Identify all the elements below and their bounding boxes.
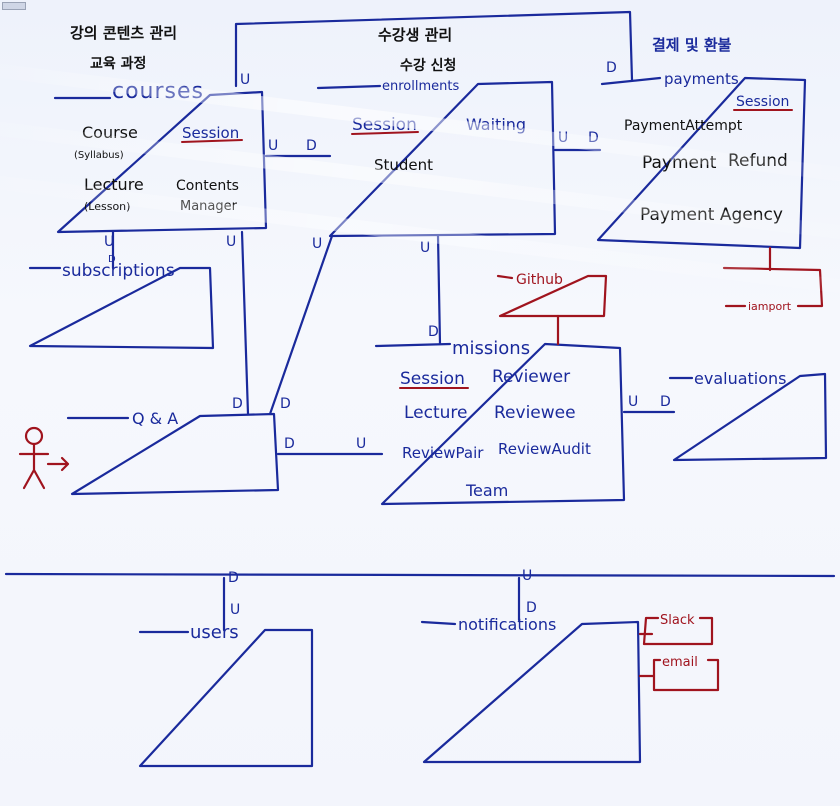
github-box: [496, 274, 608, 318]
d-mark: D: [306, 138, 317, 154]
github-title: Github: [516, 272, 563, 288]
subscriptions-title: subscriptions: [62, 261, 175, 281]
courses-title: courses: [112, 79, 204, 104]
heading-course-mgmt: 강의 콘텐츠 관리: [70, 24, 177, 42]
course-item: Course: [82, 123, 138, 142]
d-mark: D: [428, 324, 439, 340]
u-mark: U: [628, 394, 638, 410]
lesson-item: (Lesson): [84, 200, 130, 213]
d-mark: D: [660, 394, 671, 410]
slack-box: [642, 616, 714, 646]
d-mark: D: [588, 130, 599, 146]
reviewpair-item: ReviewPair: [402, 444, 484, 462]
u-mark: U: [104, 234, 114, 250]
d-mark: D: [284, 436, 295, 452]
d-mark: D: [108, 254, 116, 265]
d-mark: D: [606, 60, 617, 76]
enrollments-qa-line: [268, 234, 334, 416]
separator-line: [4, 572, 836, 578]
u-mark: U: [312, 236, 322, 252]
payment-agency-item: Payment Agency: [640, 205, 783, 225]
courses-qa-line: [240, 230, 250, 416]
manager-item: Manager: [180, 199, 238, 214]
heading-enroll-apply: 수강 신청: [400, 57, 456, 74]
subscriptions-box: [28, 266, 215, 350]
team-item: Team: [465, 481, 508, 500]
qa-title: Q & A: [132, 409, 178, 428]
missions-box: [374, 342, 626, 506]
enrollments-box: [316, 80, 557, 238]
notifications-title: notifications: [458, 615, 556, 634]
lecture-item: Lecture: [84, 175, 144, 194]
users-box: [138, 628, 314, 768]
email-box: [652, 658, 720, 692]
slack-title: Slack: [660, 613, 695, 628]
courses-session-item: Session: [182, 124, 239, 142]
syllabus-item: (Syllabus): [74, 150, 124, 161]
evaluations-box: [668, 372, 828, 462]
email-title: email: [662, 655, 698, 670]
iamport-box: [722, 266, 824, 308]
missions-lecture-item: Lecture: [404, 403, 468, 423]
u-mark: U: [420, 240, 430, 256]
users-title: users: [190, 622, 239, 643]
u-mark: U: [226, 234, 236, 250]
reviewaudit-item: ReviewAudit: [498, 440, 591, 458]
d-mark: D: [228, 570, 239, 586]
heading-payment-refund: 결제 및 환불: [652, 36, 732, 54]
u-mark: U: [522, 568, 532, 584]
d-mark: D: [280, 396, 291, 412]
d-mark: D: [232, 396, 243, 412]
d-mark: D: [526, 600, 537, 616]
enrollments-missions-line: [436, 234, 442, 346]
enrollments-title: enrollments: [382, 79, 459, 94]
reviewer-item: Reviewer: [492, 367, 570, 387]
payment-attempt-item: PaymentAttempt: [624, 118, 743, 134]
u-mark: U: [230, 602, 240, 618]
u-mark: U: [558, 130, 568, 146]
payments-session-item: Session: [736, 94, 789, 110]
waiting-item: Waiting: [466, 115, 526, 134]
courses-payments-line: [234, 10, 634, 88]
refund-item: Refund: [728, 151, 788, 171]
missions-title: missions: [452, 338, 530, 359]
missions-session-item: Session: [400, 369, 465, 389]
reviewee-item: Reviewee: [494, 403, 576, 423]
notifications-box: [420, 620, 642, 764]
heading-enroll-mgmt: 수강생 관리: [378, 26, 452, 44]
contents-item: Contents: [176, 178, 239, 194]
u-mark: U: [268, 138, 278, 154]
heading-curriculum: 교육 과정: [90, 55, 146, 72]
iamport-title: iamport: [748, 300, 792, 313]
window-mark: [2, 2, 26, 10]
evaluations-title: evaluations: [694, 369, 787, 388]
payments-title: payments: [664, 70, 739, 88]
u-mark: U: [356, 436, 366, 452]
u-mark: U: [240, 72, 250, 88]
actor-figure: [18, 426, 70, 490]
payment-item: Payment: [642, 153, 717, 173]
student-item: Student: [374, 156, 433, 174]
qa-box: [66, 412, 280, 496]
enroll-session-item: Session: [352, 115, 417, 135]
